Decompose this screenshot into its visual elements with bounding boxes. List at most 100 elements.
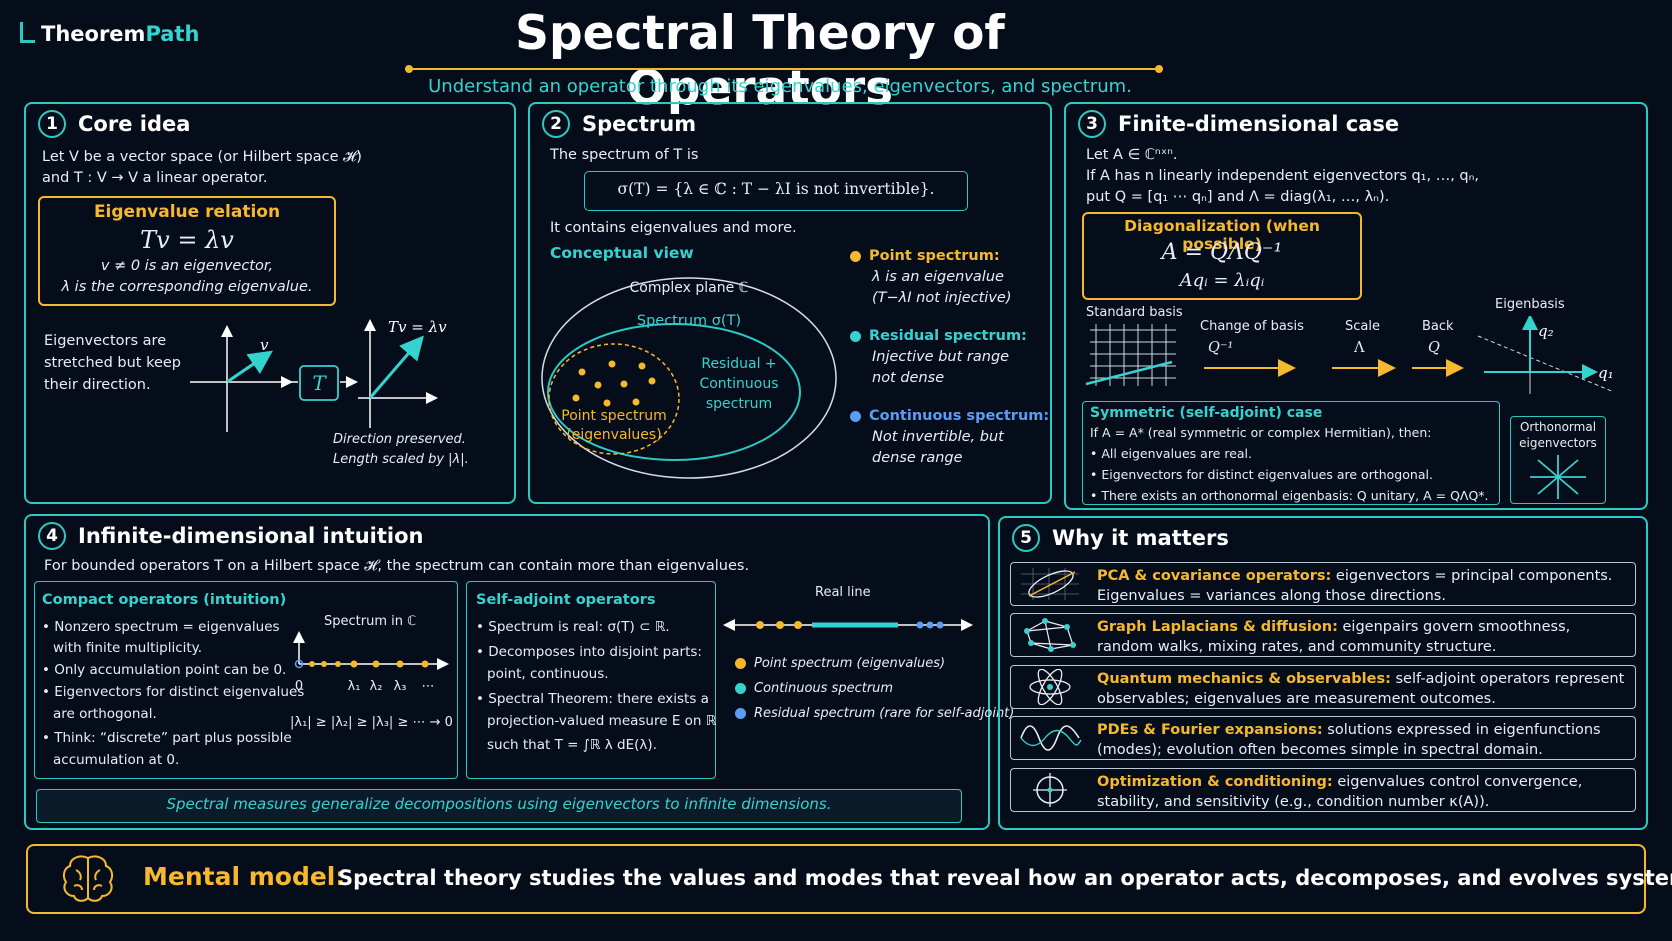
eig-equation: Tv = λv [140, 226, 234, 254]
graph-network-icon [1024, 618, 1076, 652]
sym-line4: • There exists an orthonormal eigenbasis… [1090, 488, 1489, 503]
self-adjoint-box [466, 581, 716, 779]
sa-line4: • Spectral Theorem: there exists a [476, 691, 709, 707]
diagonalization-box [1082, 212, 1362, 300]
legend-point-spectrum: Point spectrum: λ is an eigenvalue (T−λI… [850, 246, 1012, 309]
back-matrix: Q [1428, 340, 1440, 356]
ortho-label-2: eigenvectors [1519, 436, 1597, 450]
crosshair-icon [1033, 773, 1067, 807]
pca-scatter-icon [1021, 568, 1079, 600]
sa-line6: such that T = ∫ℝ λ dE(λ). [487, 737, 657, 753]
ps-label-1: Point spectrum [561, 408, 666, 424]
eigenbasis-axes: q₂ q₁ [1477, 316, 1615, 394]
p1-caption2: Length scaled by |λ|. [333, 452, 469, 467]
sa-line2: • Decomposes into disjoint parts: [476, 644, 702, 660]
scale-label: Scale [1345, 319, 1380, 334]
rl-continuous-dot [735, 683, 746, 694]
p3-line1: Let A ∈ ℂⁿˣⁿ. [1086, 147, 1178, 163]
p3-line3: put Q = [q₁ ⋯ qₙ] and Λ = diag(λ₁, …, λₙ… [1086, 189, 1390, 205]
panel-3-header: 3 Finite-dimensional case [1078, 110, 1399, 138]
brand-name-a: Theorem [41, 22, 146, 46]
panel-3-title: Finite-dimensional case [1118, 112, 1400, 136]
change-of-basis-matrix: Q⁻¹ [1208, 340, 1234, 356]
sym-line1: If A = A* (real symmetric or complex Her… [1090, 425, 1432, 440]
diag-eq2: Aqᵢ = λᵢqᵢ [1179, 270, 1265, 291]
standard-basis-label: Standard basis [1086, 305, 1183, 320]
operator-box [299, 365, 339, 401]
operator-label: T [312, 371, 327, 395]
brand-name-b: Path [145, 22, 200, 46]
self-adjoint-title: Self-adjoint operators [476, 592, 656, 608]
legend-residual-spectrum: Residual spectrum: Injective but range n… [850, 326, 1027, 389]
sym-title: Symmetric (self-adjoint) case [1090, 405, 1323, 421]
sa-line5: projection-valued measure E on ℝ [487, 713, 717, 729]
title-underline [410, 68, 1158, 70]
spectral-measures-footer-box [36, 789, 962, 823]
eigenvalue-inequality: |λ₁| ≥ |λ₂| ≥ |λ₃| ≥ ⋯ → 0 [290, 715, 453, 730]
compact-spectrum-line: 0 λ₁ λ₂ λ₃ ⋯ [293, 631, 449, 694]
p1-side3: their direction. [44, 377, 151, 393]
orthonormal-star [1530, 455, 1586, 499]
spectrum-in-c-label: Spectrum in ℂ [324, 614, 417, 629]
standard-basis-grid [1085, 324, 1176, 386]
sa-line3: point, continuous. [487, 666, 609, 682]
p4-intro: For bounded operators T on a Hilbert spa… [44, 558, 750, 574]
panel-infinite-dimensional [24, 514, 990, 830]
panel-2-title: Spectrum [582, 112, 697, 136]
back-label: Back [1422, 319, 1454, 334]
sym-line3: • Eigenvectors for distinct eigenvalues … [1090, 467, 1433, 482]
wave-icon [1020, 725, 1082, 751]
real-line-diagram [723, 619, 973, 631]
lambda2-label: λ₂ [370, 679, 383, 694]
compact-title: Compact operators (intuition) [42, 592, 287, 608]
compact-line1: • Nonzero spectrum = eigenvalues [42, 619, 280, 635]
why-row-optimization: Optimization & conditioning: eigenvalues… [1010, 768, 1636, 812]
spectrum-ellipse [547, 323, 801, 461]
why-row-pca: PCA & covariance operators: eigenvectors… [1010, 562, 1636, 606]
rc-label-3: spectrum [706, 396, 772, 412]
point-dot [850, 250, 861, 262]
spectrum-def: σ(T) = {λ ∈ ℂ : T − λI is not invertible… [617, 180, 935, 198]
rl-legend-point: Point spectrum (eigenvalues) [735, 654, 945, 674]
panel-4-title: Infinite-dimensional intuition [78, 524, 424, 548]
conceptual-view-title: Conceptual view [550, 244, 694, 262]
compact-operators-box [34, 581, 458, 779]
p1-side2: stretched but keep [44, 355, 181, 371]
rc-label-2: Continuous [699, 376, 778, 392]
rc-label-1: Residual + [701, 356, 776, 372]
diag-box-title: Diagonalization (when possible) [1124, 217, 1320, 253]
why-row-quantum: Quantum mechanics & observables: self-ad… [1010, 665, 1636, 709]
vector-tv [368, 335, 424, 399]
eig-line2: λ is the corresponding eigenvalue. [61, 279, 313, 295]
mental-model-label: Mental model: [143, 862, 346, 891]
brand-logo[interactable]: TheoremPath [20, 22, 199, 46]
zero-label: 0 [295, 679, 303, 694]
q2-label: q₂ [1538, 322, 1554, 340]
eigen-vector-diagram: v T Tv = λv [190, 318, 447, 432]
p1-line2: and T : V → V a linear operator. [42, 170, 268, 186]
page-subtitle: Understand an operator through its eigen… [428, 76, 1132, 97]
compact-line2: with finite multiplicity. [53, 640, 203, 656]
vector-v [226, 350, 273, 384]
panel-spectrum [528, 102, 1052, 504]
point-spectrum-ellipse [548, 343, 680, 455]
basis-flow-arrows [1204, 359, 1464, 377]
panel-1-title: Core idea [78, 112, 191, 136]
panel-4-header: 4 Infinite-dimensional intuition [38, 522, 424, 550]
eigenbasis-label: Eigenbasis [1495, 297, 1565, 312]
sym-line2: • All eigenvalues are real. [1090, 446, 1253, 461]
v-label: v [260, 336, 269, 354]
tv-label: Tv = λv [388, 318, 447, 336]
logo-icon [20, 22, 35, 43]
spectrum-venn: Complex plane ℂ Spectrum σ(T) Residual +… [541, 277, 837, 479]
panel-2-number: 2 [542, 110, 570, 138]
page-title: Spectral Theory of Operators [515, 6, 1005, 116]
why-row-graph: Graph Laplacians & diffusion: eigenpairs… [1010, 613, 1636, 657]
panel-5-number: 5 [1012, 524, 1040, 552]
panel-5-title: Why it matters [1052, 526, 1229, 550]
brain-icon [62, 855, 114, 902]
complex-plane-label: Complex plane ℂ [630, 280, 749, 296]
eigenvalue-relation-box [38, 196, 336, 306]
real-line-label: Real line [815, 585, 871, 600]
q1-label: q₁ [1598, 364, 1614, 382]
